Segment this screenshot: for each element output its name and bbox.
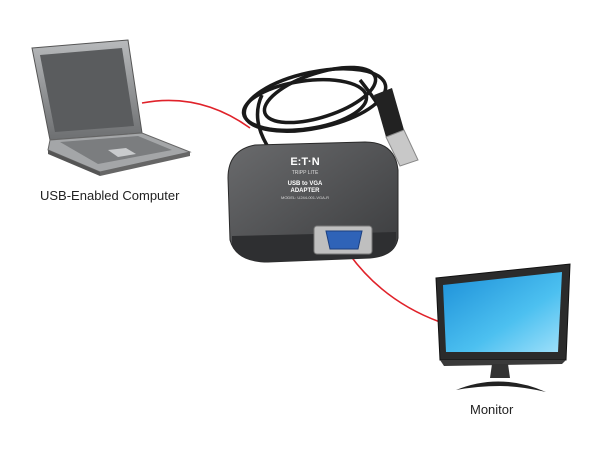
svg-text:ADAPTER: ADAPTER (290, 188, 320, 194)
laptop-icon (31, 39, 192, 176)
svg-text:USB to VGA: USB to VGA (288, 181, 323, 187)
monitor-icon (435, 263, 571, 392)
svg-text:MODEL: U244-001-VGA-R: MODEL: U244-001-VGA-R (281, 195, 329, 200)
usb-plug-icon (374, 88, 419, 167)
computer-label: USB-Enabled Computer (40, 188, 180, 203)
usb-connection-line (141, 99, 251, 129)
usb-cable-icon (241, 65, 388, 151)
usb-vga-adapter: E:T·N TRIPP LITE USB to VGA ADAPTER MODE… (227, 141, 399, 263)
svg-text:TRIPP LITE: TRIPP LITE (292, 170, 319, 176)
adapter-brand-logo: E:T·N (290, 156, 319, 168)
vga-connection-line (344, 247, 441, 323)
monitor-label: Monitor (470, 402, 514, 417)
